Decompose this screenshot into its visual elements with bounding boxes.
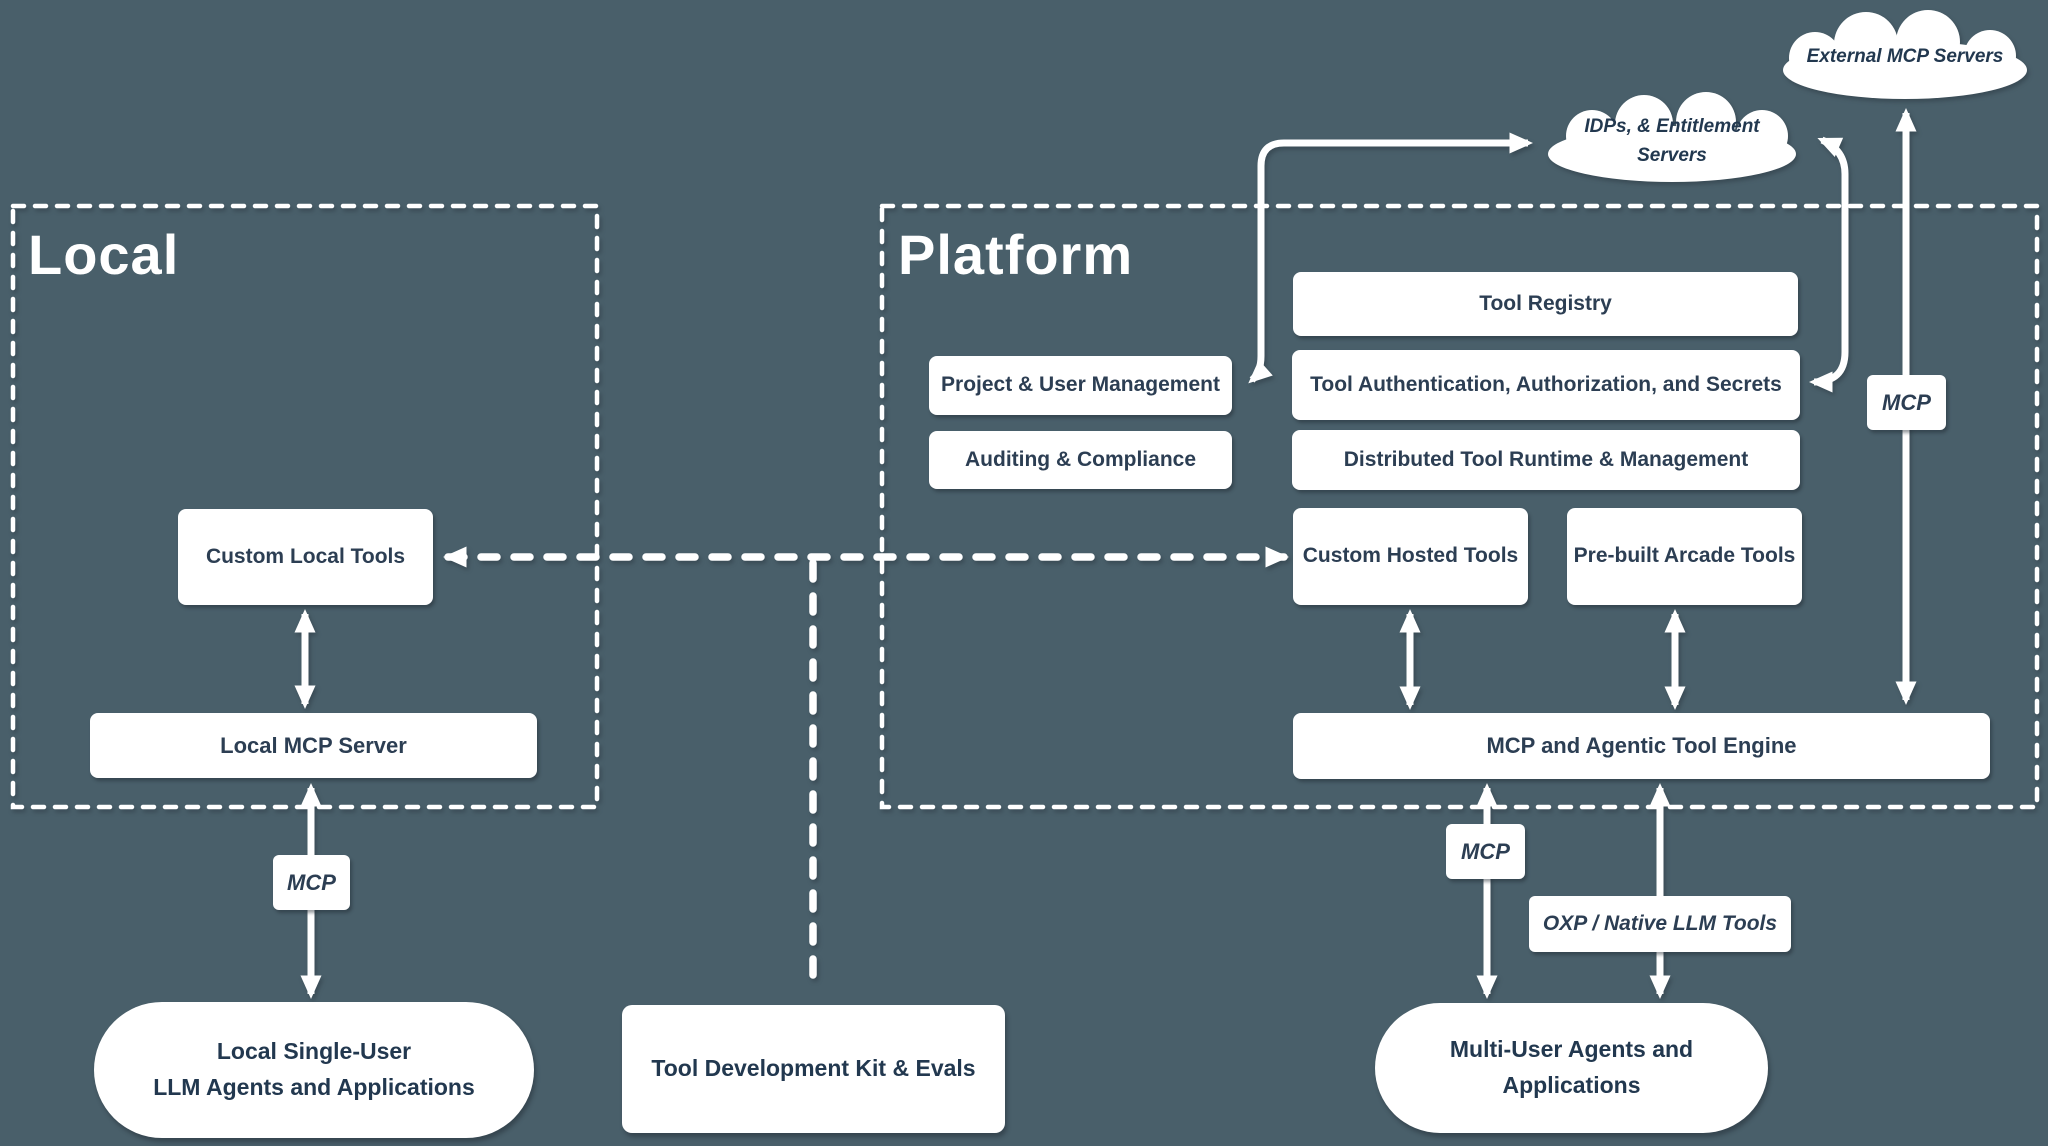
prebuilt-arcade-tools-box: Pre-built Arcade Tools bbox=[1567, 508, 1802, 605]
oxp-label: OXP / Native LLM Tools bbox=[1529, 896, 1791, 952]
tool-auth-box: Tool Authentication, Authorization, and … bbox=[1292, 350, 1800, 420]
tool-dev-kit-box: Tool Development Kit & Evals bbox=[622, 1005, 1005, 1133]
multi-user-line1: Multi-User Agents and bbox=[1449, 1036, 1694, 1063]
tool-registry-box: Tool Registry bbox=[1293, 272, 1798, 336]
external-mcp-cloud-label: External MCP Servers bbox=[1806, 46, 2004, 67]
tool-dev-kit-label: Tool Development Kit & Evals bbox=[651, 1055, 976, 1082]
multi-user-line2: Applications bbox=[1502, 1072, 1641, 1098]
connector-project-user-idps bbox=[1248, 132, 1533, 384]
custom-hosted-tools-box: Custom Hosted Tools bbox=[1293, 508, 1528, 605]
local-region-title: Local bbox=[28, 223, 180, 286]
project-user-box: Project & User Management bbox=[929, 356, 1232, 415]
custom-local-tools-box: Custom Local Tools bbox=[178, 509, 433, 605]
auditing-compliance-box: Auditing & Compliance bbox=[929, 431, 1232, 489]
distributed-runtime-box: Distributed Tool Runtime & Management bbox=[1292, 430, 1800, 490]
mcp-agentic-engine-box: MCP and Agentic Tool Engine bbox=[1293, 713, 1990, 779]
mcp-label-local: MCP bbox=[273, 855, 350, 910]
mcp-label-external: MCP bbox=[1867, 375, 1946, 430]
local-agents-line1: Local Single-User bbox=[216, 1038, 412, 1065]
platform-region-title: Platform bbox=[898, 223, 1134, 286]
idps-cloud-label-line1: IDPs, & Entitlement bbox=[1584, 116, 1760, 137]
idps-cloud-label-line2: Servers bbox=[1637, 145, 1707, 167]
mcp-label-platform: MCP bbox=[1446, 824, 1525, 879]
idps-cloud bbox=[1548, 92, 1796, 182]
idps-cloud-label: IDPs, & Entitlement Servers bbox=[1552, 112, 1792, 171]
external-mcp-cloud bbox=[1783, 10, 2027, 99]
local-agents-line2: LLM Agents and Applications bbox=[153, 1074, 475, 1100]
local-agents-pill: Local Single-User LLM Agents and Applica… bbox=[94, 1002, 534, 1138]
multi-user-agents-pill: Multi-User Agents and Applications bbox=[1375, 1003, 1768, 1133]
local-mcp-server-box: Local MCP Server bbox=[90, 713, 537, 778]
connector-tool-auth-idps bbox=[1809, 136, 1849, 393]
